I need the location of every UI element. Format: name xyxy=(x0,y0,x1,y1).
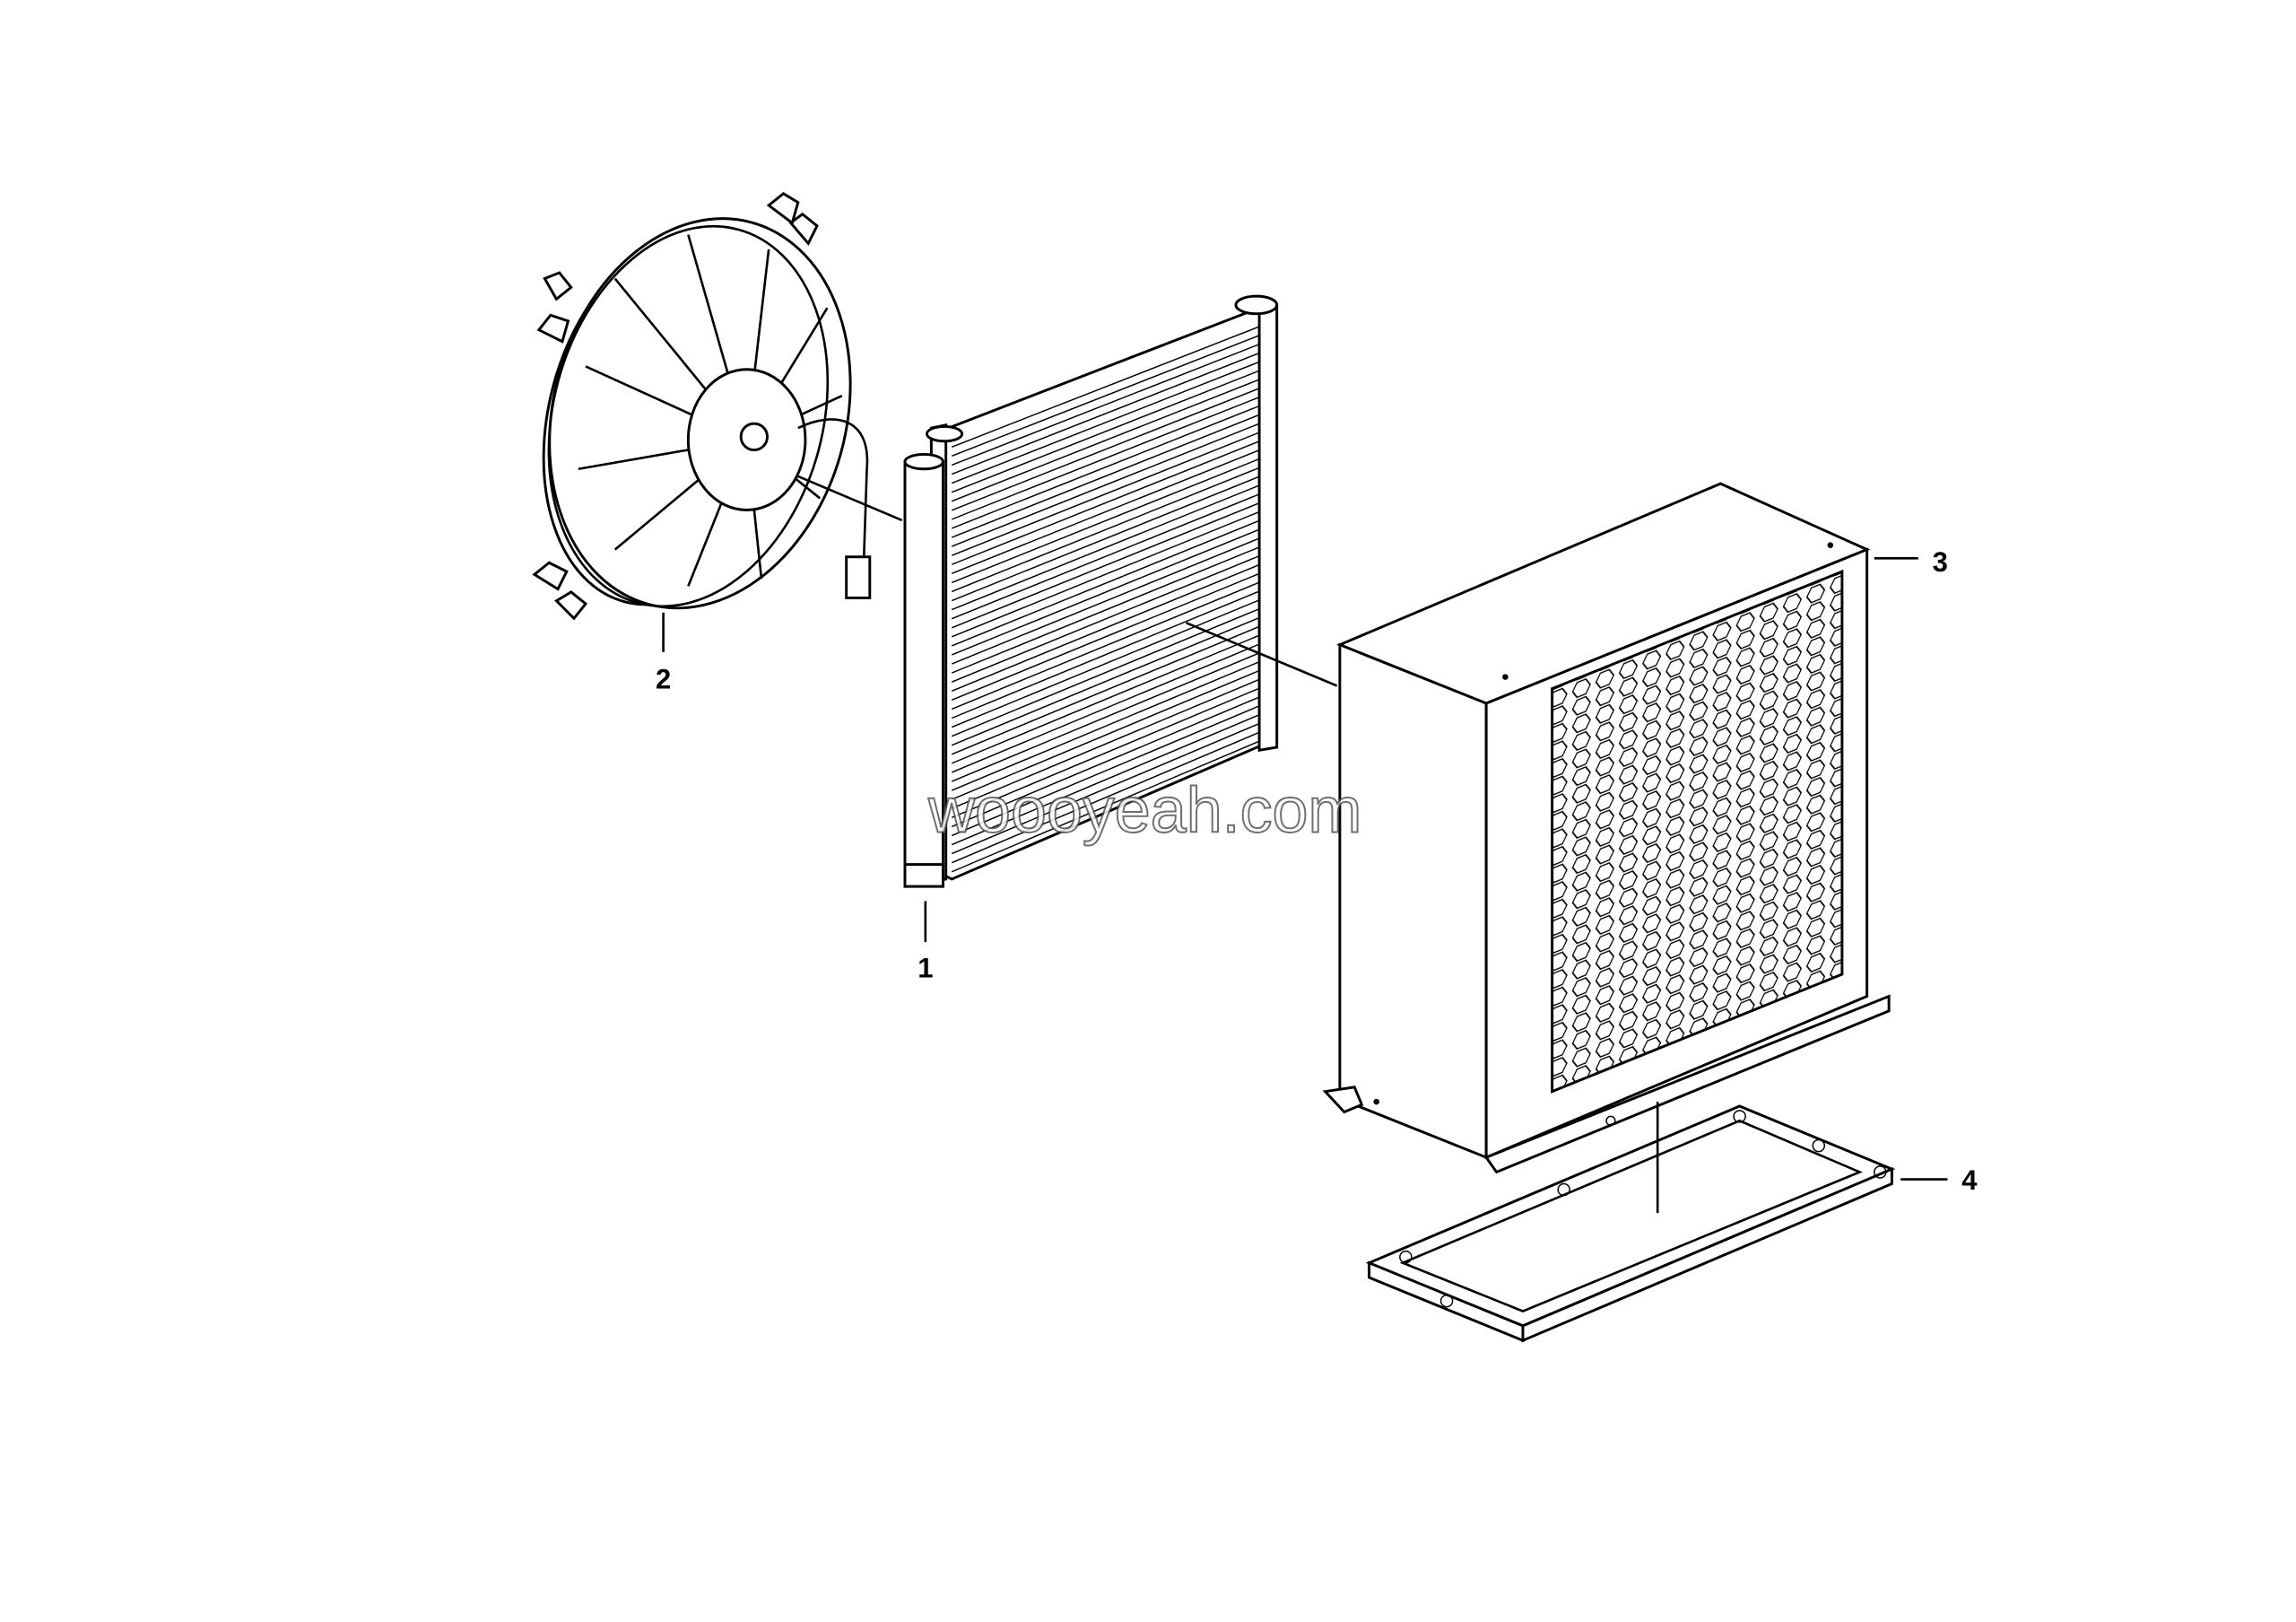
condenser-fin xyxy=(951,457,1263,584)
condenser-fin xyxy=(951,484,1263,611)
condenser-fin xyxy=(951,686,1263,818)
condenser-fin xyxy=(951,360,1263,484)
condenser-fin xyxy=(951,351,1263,475)
condenser-fin xyxy=(951,545,1263,674)
fan-wire xyxy=(797,418,869,557)
condenser-fin xyxy=(951,703,1263,837)
condenser-fin xyxy=(951,466,1263,593)
condenser-fin xyxy=(951,448,1263,575)
receiver-drier xyxy=(903,452,944,888)
condenser-fin xyxy=(951,624,1263,755)
condenser-fins xyxy=(951,325,1263,873)
condenser-fin xyxy=(951,597,1263,728)
condenser-fin xyxy=(951,413,1263,538)
condenser-fin xyxy=(951,650,1263,782)
condenser-fin xyxy=(951,668,1263,800)
condenser-fin xyxy=(951,642,1263,773)
condenser-fin xyxy=(951,439,1263,565)
condenser-fin xyxy=(951,562,1263,692)
condenser-fin xyxy=(951,519,1263,647)
condenser-fin xyxy=(951,492,1263,620)
condenser-fin xyxy=(951,475,1263,602)
condenser-fin xyxy=(951,589,1263,719)
condenser-fin xyxy=(951,730,1263,864)
condenser-fin xyxy=(951,571,1263,702)
condenser-fin xyxy=(951,501,1263,629)
condenser-fin xyxy=(951,606,1263,737)
condenser-fin xyxy=(951,395,1263,520)
condenser-fin xyxy=(951,554,1263,683)
condenser-fin xyxy=(951,378,1263,502)
leader-lines xyxy=(662,475,1948,1214)
fan-mount-tabs xyxy=(532,192,819,621)
condenser-fin xyxy=(951,528,1263,656)
condenser-fin xyxy=(951,386,1263,511)
condenser-fin xyxy=(951,510,1263,638)
condenser-fin xyxy=(951,615,1263,746)
condenser-fin xyxy=(951,712,1263,846)
callout-1: 1 xyxy=(918,952,933,983)
condenser-fin xyxy=(951,369,1263,493)
condenser-fin xyxy=(951,333,1263,458)
condenser-fin xyxy=(951,325,1263,448)
condenser-fin xyxy=(951,659,1263,791)
condenser-fin xyxy=(951,580,1263,711)
housing-foot xyxy=(1322,1086,1364,1114)
callout-3: 3 xyxy=(1933,546,1948,578)
condenser-fin xyxy=(951,633,1263,764)
housing xyxy=(1322,482,1891,1174)
condenser-fin xyxy=(951,694,1263,828)
condenser-fin xyxy=(951,536,1263,665)
watermark: woooyeah.com xyxy=(927,775,1361,847)
base-frame xyxy=(1365,1104,1896,1343)
condenser-fin xyxy=(951,431,1263,556)
condenser-fin xyxy=(951,404,1263,529)
fan-connector xyxy=(845,555,872,599)
callout-4: 4 xyxy=(1961,1164,1978,1196)
fan-assembly xyxy=(532,192,872,621)
condenser-fin xyxy=(951,677,1263,809)
condenser-fin xyxy=(951,422,1263,547)
condenser-fin xyxy=(951,342,1263,467)
callout-2: 2 xyxy=(656,664,671,695)
condenser-fin xyxy=(951,739,1263,873)
condenser-fin xyxy=(951,721,1263,855)
